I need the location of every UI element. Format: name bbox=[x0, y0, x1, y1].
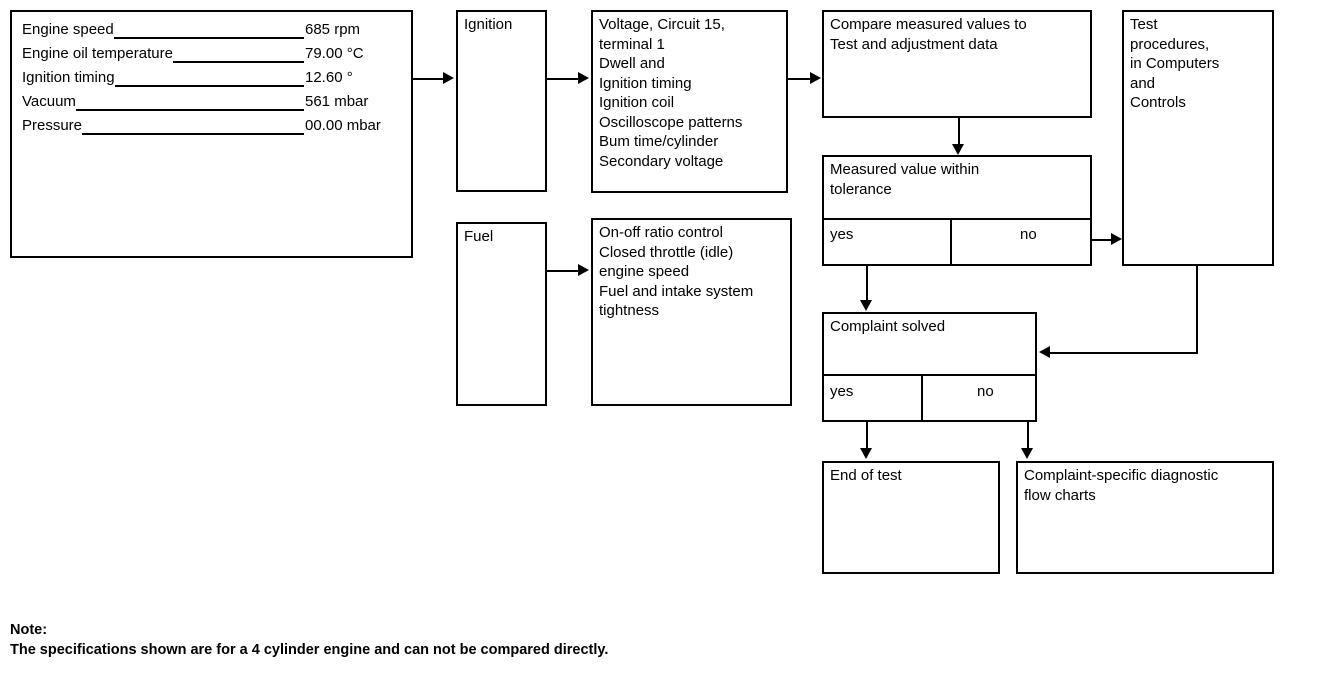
tolerance-question-text: Measured value within tolerance bbox=[830, 161, 980, 198]
arrowhead-down bbox=[952, 144, 964, 155]
leader-line bbox=[113, 37, 305, 39]
leader-line bbox=[172, 61, 305, 63]
leader-line bbox=[75, 109, 305, 111]
compare-values-box: Compare measured values to Test and adju… bbox=[822, 10, 1092, 118]
tolerance-decision-box: Measured value within tolerance yes no bbox=[822, 155, 1092, 266]
connector-ignition-to-detail bbox=[547, 78, 580, 80]
fuel-category-label: Fuel bbox=[464, 228, 494, 245]
end-of-test-box: End of test bbox=[822, 461, 1000, 574]
measurement-readout-box: Engine speed 685 rpm Engine oil temperat… bbox=[10, 10, 413, 258]
connector-tolerance-yes-to-complaint bbox=[866, 266, 868, 302]
arrowhead-right bbox=[1111, 233, 1122, 245]
tolerance-no-cell[interactable]: no bbox=[1020, 226, 1037, 243]
measurement-label: Ignition timing bbox=[22, 69, 115, 86]
arrowhead-right bbox=[578, 264, 589, 276]
complaint-solved-decision-box: Complaint solved yes no bbox=[822, 312, 1037, 422]
connector-complaint-no-to-flowcharts bbox=[1027, 422, 1029, 450]
tolerance-yes-cell[interactable]: yes bbox=[830, 226, 854, 243]
measurement-row: Vacuum 561 mbar bbox=[22, 90, 401, 114]
arrowhead-right bbox=[578, 72, 589, 84]
connector-fuel-to-detail bbox=[547, 270, 580, 272]
connector-tolerance-no-to-test-procedures bbox=[1092, 239, 1114, 241]
measurement-label: Engine oil temperature bbox=[22, 45, 173, 62]
decision-divider bbox=[824, 218, 1090, 220]
diagnostic-flow-charts-box: Complaint-specific diagnostic flow chart… bbox=[1016, 461, 1274, 574]
complaint-no-cell[interactable]: no bbox=[977, 383, 994, 400]
note-block: Note: The specifications shown are for a… bbox=[10, 620, 910, 660]
fuel-detail-text: On-off ratio control Closed throttle (id… bbox=[599, 224, 754, 319]
arrowhead-down bbox=[860, 448, 872, 459]
connector-compare-to-tolerance bbox=[958, 118, 960, 146]
ignition-detail-box: Voltage, Circuit 15, terminal 1 Dwell an… bbox=[591, 10, 788, 193]
note-title: Note: bbox=[10, 622, 48, 638]
test-procedures-text: Test procedures, in Computers and Contro… bbox=[1130, 16, 1220, 111]
measurement-row: Engine oil temperature 79.00 °C bbox=[22, 42, 401, 66]
connector-measure-to-ignition bbox=[413, 78, 445, 80]
fuel-detail-box: On-off ratio control Closed throttle (id… bbox=[591, 218, 792, 406]
measurement-row: Ignition timing 12.60 ° bbox=[22, 66, 401, 90]
measurement-label: Pressure bbox=[22, 117, 83, 134]
measurement-value: 79.00 °C bbox=[305, 45, 364, 62]
arrowhead-right bbox=[810, 72, 821, 84]
complaint-yes-cell[interactable]: yes bbox=[830, 383, 854, 400]
decision-divider bbox=[824, 374, 1035, 376]
connector-complaint-yes-to-end bbox=[866, 422, 868, 450]
complaint-question-text: Complaint solved bbox=[830, 318, 946, 335]
measurement-value: 00.00 mbar bbox=[305, 117, 381, 134]
arrowhead-right bbox=[443, 72, 454, 84]
measurement-value: 561 mbar bbox=[305, 93, 369, 110]
arrowhead-left bbox=[1039, 346, 1050, 358]
connector-test-procedures-loop-down bbox=[1196, 266, 1198, 354]
measurement-value: 12.60 ° bbox=[305, 69, 353, 86]
note-body: The specifications shown are for a 4 cyl… bbox=[10, 642, 609, 658]
measurement-row: Pressure 00.00 mbar bbox=[22, 114, 401, 138]
measurement-row: Engine speed 685 rpm bbox=[22, 18, 401, 42]
decision-vertical-divider bbox=[950, 218, 952, 264]
ignition-category-label: Ignition bbox=[464, 16, 513, 33]
connector-detail-to-compare bbox=[788, 78, 812, 80]
leader-line bbox=[82, 133, 304, 135]
arrowhead-down bbox=[1021, 448, 1033, 459]
ignition-detail-text: Voltage, Circuit 15, terminal 1 Dwell an… bbox=[599, 16, 743, 170]
decision-vertical-divider bbox=[921, 374, 923, 420]
measurement-label: Vacuum bbox=[22, 93, 76, 110]
measurement-label: Engine speed bbox=[22, 21, 114, 38]
measurement-value: 685 rpm bbox=[305, 21, 361, 38]
arrowhead-down bbox=[860, 300, 872, 311]
connector-test-procedures-loop-left bbox=[1050, 352, 1198, 354]
leader-line bbox=[114, 85, 305, 87]
measurement-list: Engine speed 685 rpm Engine oil temperat… bbox=[22, 18, 401, 138]
ignition-category-box: Ignition bbox=[456, 10, 547, 192]
compare-values-text: Compare measured values to Test and adju… bbox=[830, 16, 1027, 53]
diagnostic-flow-charts-text: Complaint-specific diagnostic flow chart… bbox=[1024, 467, 1219, 504]
fuel-category-box: Fuel bbox=[456, 222, 547, 406]
end-of-test-text: End of test bbox=[830, 467, 902, 484]
test-procedures-box: Test procedures, in Computers and Contro… bbox=[1122, 10, 1274, 266]
